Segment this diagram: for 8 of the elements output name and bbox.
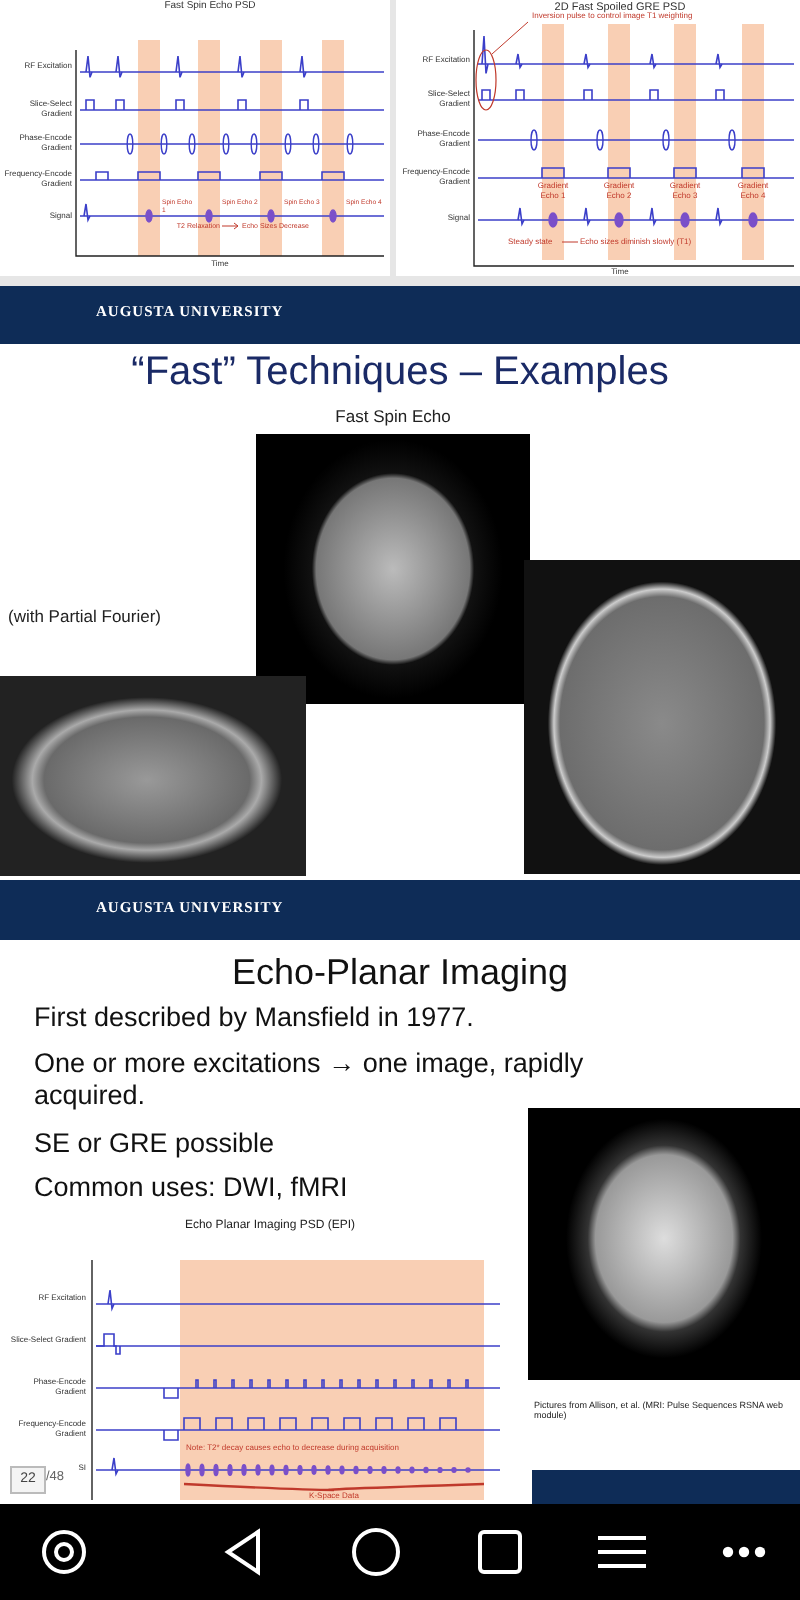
image-caption: Fast Spin Echo (333, 408, 453, 428)
bullet-text: One or more excitations → one image, rapidly acquired. (34, 1048, 586, 1111)
bullet-text: Common uses: DWI, fMRI (34, 1172, 350, 1204)
slide-title: “Fast” Techniques – Examples (129, 350, 671, 396)
bullet-text: First described by Mansfield in 1977. (34, 1002, 476, 1034)
slide-title: Echo-Planar Imaging (229, 952, 571, 994)
bullet-text: SE or GRE possible (34, 1128, 277, 1160)
image-caption: (with Partial Fourier) (8, 608, 164, 628)
